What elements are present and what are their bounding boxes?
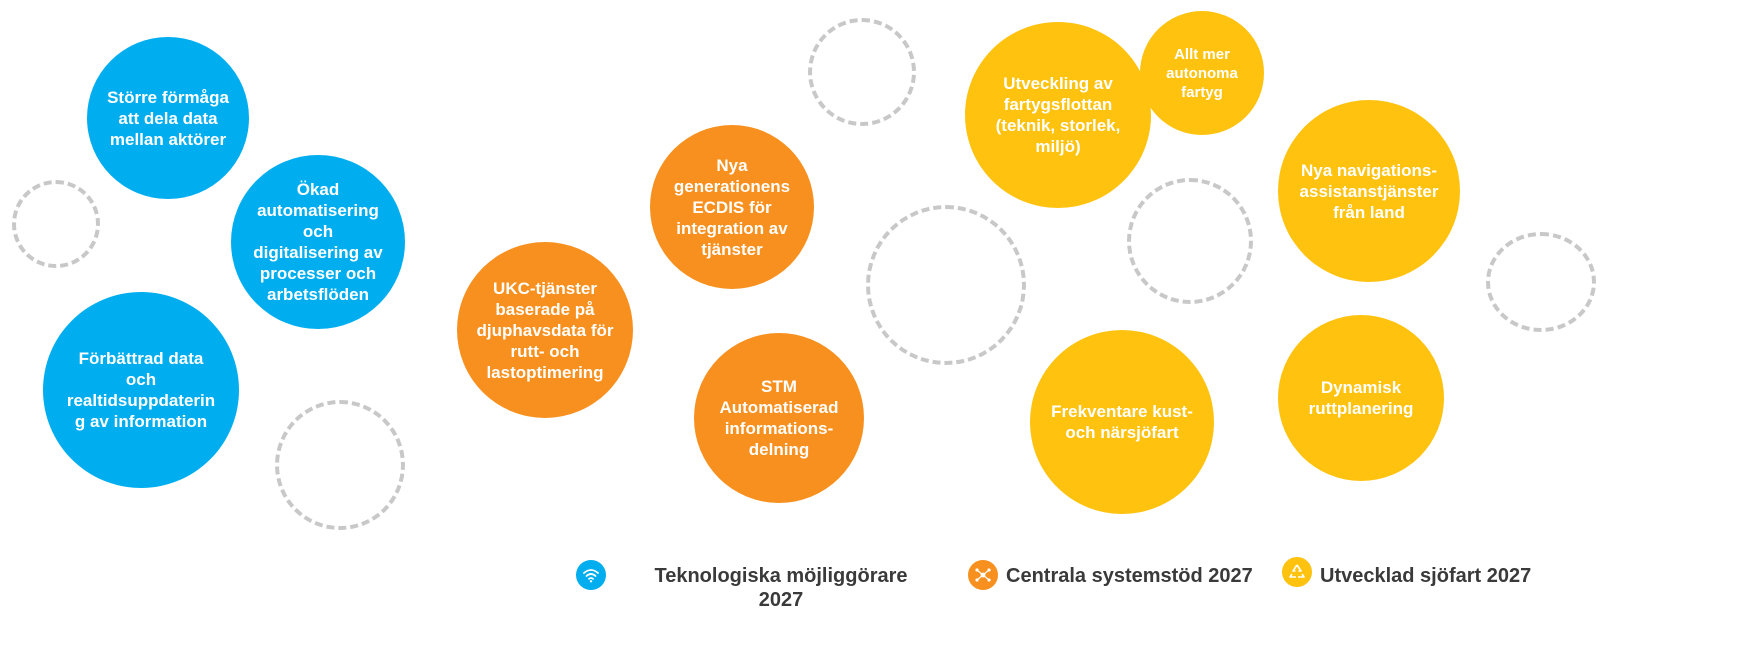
dashed-ring: [12, 180, 100, 268]
dashed-ring: [808, 18, 916, 126]
legend-label-tech: Teknologiska möjliggörare 2027: [654, 565, 908, 611]
network-icon: [968, 560, 998, 590]
dashed-ring: [1127, 178, 1253, 304]
dashed-ring: [1486, 232, 1596, 332]
dashed-ring: [866, 205, 1026, 365]
bubble-ecdis: Nya generationens ECDIS för integration …: [650, 125, 814, 289]
recycle-icon: [1282, 557, 1312, 587]
legend-label-central: Centrala systemstöd 2027: [1006, 565, 1253, 587]
bubble-data-sharing: Större förmåga att dela data mellan aktö…: [87, 37, 249, 199]
wifi-icon: [576, 560, 606, 590]
legend-label-shipping: Utvecklad sjöfart 2027: [1320, 565, 1532, 587]
bubble-stm: STM Automatiserad informations- delning: [694, 333, 864, 503]
dashed-ring: [275, 400, 405, 530]
bubble-realtime-data: Förbättrad data och realtidsuppdaterin g…: [43, 292, 239, 488]
bubble-dynamic-route-planning: Dynamisk ruttplanering: [1278, 315, 1444, 481]
bubble-fleet-development: Utveckling av fartygsflottan (teknik, st…: [965, 22, 1151, 208]
bubble-autonomous-ships: Allt mer autonoma fartyg: [1140, 11, 1264, 135]
bubble-automation: Ökad automatisering och digitalisering a…: [231, 155, 405, 329]
bubble-ukc-services: UKC-tjänster baserade på djuphavsdata fö…: [457, 242, 633, 418]
bubble-navigation-assistance: Nya navigations- assistanstjänster från …: [1278, 100, 1460, 282]
bubble-coastal-shipping: Frekventare kust- och närsjöfart: [1030, 330, 1214, 514]
